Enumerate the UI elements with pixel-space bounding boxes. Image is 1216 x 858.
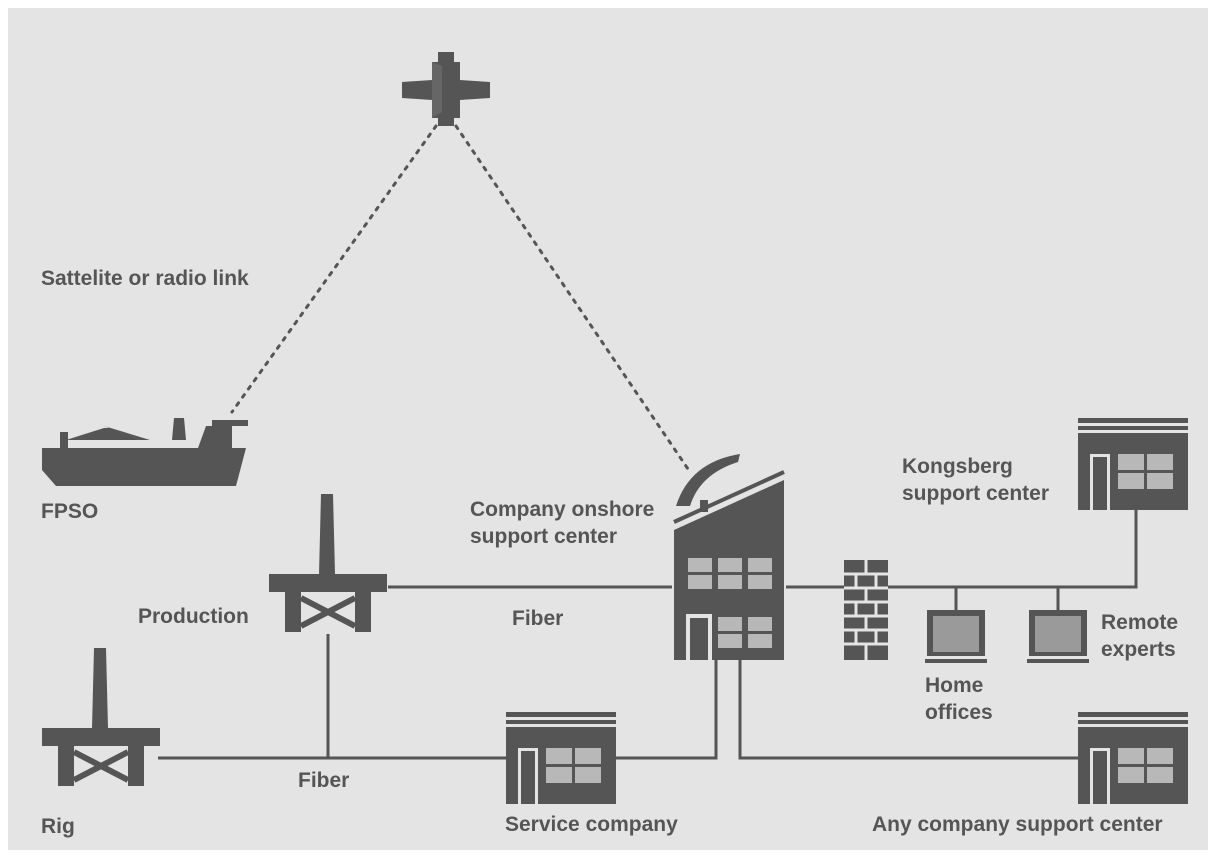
fpso-label: FPSO: [41, 500, 99, 523]
fiber-label-upper: Fiber: [512, 607, 564, 630]
fiber-label-lower: Fiber: [298, 769, 350, 792]
kongsberg-label-line2: support center: [902, 482, 1050, 505]
satellite-dish-icon: [676, 454, 740, 512]
production-platform-icon: [269, 494, 387, 632]
service-to-onshore-line: [616, 660, 718, 760]
satellite-link-fpso: [230, 124, 438, 414]
onshore-to-any-company-line: [738, 660, 1078, 760]
any-company-building-icon: [1078, 712, 1188, 804]
satellite-link-onshore: [454, 124, 692, 474]
onshore-building-icon: [673, 470, 785, 660]
fpso-ship-icon: [42, 418, 248, 486]
service-company-label: Service company: [505, 813, 678, 836]
remote-experts-label-line2: experts: [1101, 638, 1176, 661]
home-office-laptop-icon: [925, 610, 987, 663]
remote-expert-laptop-icon: [1027, 610, 1089, 663]
production-label: Production: [138, 605, 249, 628]
firewall-to-kongsberg-line: [888, 500, 1138, 589]
rig-icon: [42, 648, 160, 786]
home-offices-label-line2: offices: [925, 701, 993, 724]
satellite-link-label: Sattelite or radio link: [41, 267, 249, 290]
kongsberg-label-line1: Kongsberg: [902, 455, 1013, 478]
rig-label: Rig: [41, 815, 75, 838]
remote-experts-label-line1: Remote: [1101, 611, 1179, 634]
satellite-icon: [402, 52, 490, 126]
company-onshore-label-line2: support center: [470, 525, 618, 548]
kongsberg-building-icon: [1078, 418, 1188, 510]
home-offices-label-line1: Home: [925, 674, 984, 697]
firewall-icon: [844, 560, 888, 660]
company-onshore-label-line1: Company onshore: [470, 498, 655, 521]
service-company-building-icon: [506, 712, 616, 804]
any-company-label: Any company support center: [872, 813, 1163, 836]
